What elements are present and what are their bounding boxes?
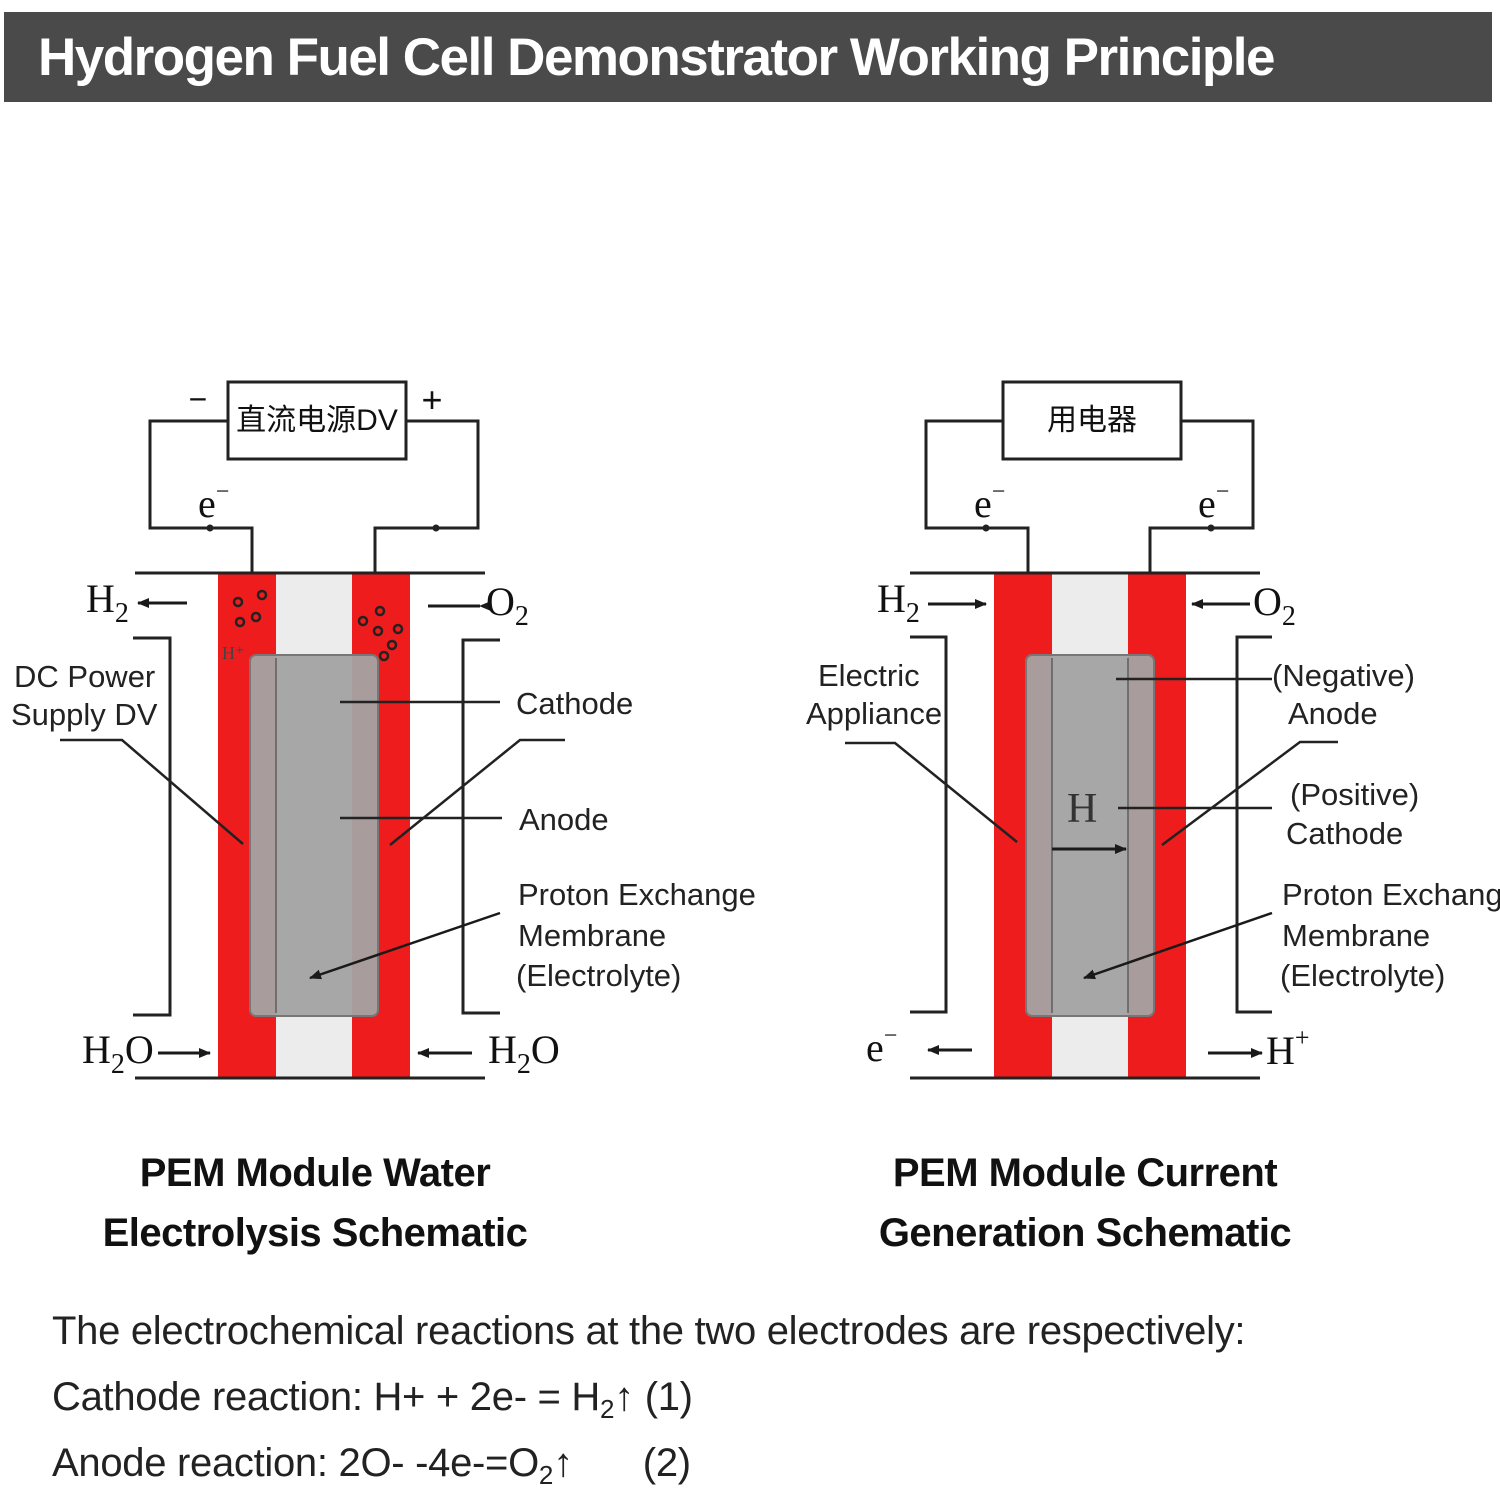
electrode-bracket (1235, 635, 1272, 1014)
appliance-bracket (910, 635, 948, 1014)
left-ion-label: H⁺ (222, 643, 245, 663)
up-arrow-icon: ↑ (614, 1375, 634, 1419)
right-membrane (1025, 654, 1155, 1017)
right-h2-label: H2 (877, 576, 920, 629)
anode-reaction: Anode reaction: 2O- -4e-=O2↑ (2) (52, 1430, 1245, 1496)
positive-cathode-leader (1161, 740, 1338, 847)
right-electrode-bracket (461, 638, 500, 1015)
generation-schematic: 用电器 e− e− H H2 O2 e− H+ Electric Applian… (806, 380, 1500, 1080)
right-pem-leader (1083, 911, 1273, 980)
appliance-box-label: 用电器 (1047, 404, 1137, 437)
cathode-label: Cathode (516, 686, 633, 721)
electrolysis-caption: PEM Module Water Electrolysis Schematic (60, 1143, 570, 1263)
appliance-leader (845, 741, 1018, 843)
dc-power-label-line1: DC Power (14, 659, 155, 694)
pem-label-line2: Membrane (518, 918, 666, 953)
right-proton-out-label: H+ (1266, 1023, 1310, 1073)
left-wire-node (432, 524, 440, 532)
generation-caption-line1: PEM Module Current (892, 1151, 1278, 1195)
right-o2-label: O2 (1253, 579, 1296, 632)
pem-leader (309, 911, 501, 980)
right-wire-node (982, 524, 990, 532)
cathode-reaction-subscript: 2 (600, 1394, 615, 1424)
left-h2-label: H2 (86, 576, 129, 629)
right-circuit-wire (924, 419, 1255, 573)
anode-reaction-text: Anode reaction: 2O- -4e-=O (52, 1441, 539, 1485)
appliance-box (1001, 380, 1183, 461)
generation-caption-line2: Generation Schematic (878, 1211, 1292, 1255)
left-o2-label: O2 (486, 579, 529, 632)
left-electron-label: e− (198, 479, 229, 526)
electrolysis-caption-line1: PEM Module Water (139, 1151, 491, 1195)
minus-sign: − (189, 381, 208, 417)
up-arrow-icon: ↑ (553, 1441, 573, 1485)
left-circuit-wire (148, 419, 480, 573)
pem-label-line1: Proton Exchange (518, 877, 756, 912)
dc-power-box (226, 380, 408, 461)
right-electron-label-right: e− (1198, 479, 1229, 526)
left-membrane (249, 654, 379, 1017)
gas-bubbles (232, 589, 404, 662)
generation-caption: PEM Module Current Generation Schematic (830, 1143, 1340, 1263)
anode-reaction-number: (2) (642, 1441, 691, 1485)
appliance-label-line1: Electric (818, 658, 920, 693)
anode-plate-leader (389, 738, 565, 846)
left-h2o-in-label: H2O (82, 1027, 154, 1080)
dc-power-leader (60, 738, 244, 845)
electrolysis-caption-line2: Electrolysis Schematic (102, 1211, 528, 1255)
schematic-diagrams: 直流电源DV − + e− H⁺ H2 O2 H2O H2O (11, 379, 1500, 1080)
page-title: Hydrogen Fuel Cell Demonstrator Working … (38, 27, 1276, 87)
right-electron-out-label: e− (866, 1023, 897, 1070)
cathode-reaction-number: (1) (644, 1375, 693, 1419)
negative-anode-label-line2: Anode (1288, 696, 1378, 731)
left-source-bracket (133, 636, 172, 1017)
right-pem-label-line2: Membrane (1282, 918, 1430, 953)
right-electron-label-left: e− (974, 479, 1005, 526)
appliance-label-line2: Appliance (806, 696, 942, 731)
left-wire-node (206, 524, 214, 532)
left-h2o-in-label-right: H2O (488, 1027, 560, 1080)
dc-power-label-line2: Supply DV (11, 697, 158, 732)
pem-label-line3: (Electrolyte) (516, 958, 681, 993)
anode-reaction-subscript: 2 (538, 1460, 554, 1490)
negative-anode-label-line1: (Negative) (1272, 658, 1415, 693)
reaction-equations: The electrochemical reactions at the two… (52, 1298, 1246, 1496)
title-banner: Hydrogen Fuel Cell Demonstrator Working … (4, 12, 1492, 102)
right-pem-label-line1: Proton Exchange (1282, 877, 1500, 912)
right-wire-node (1207, 524, 1215, 532)
positive-cathode-label-line2: Cathode (1286, 816, 1403, 851)
plus-sign: + (421, 379, 442, 420)
positive-cathode-label-line1: (Positive) (1290, 777, 1419, 812)
reactions-intro: The electrochemical reactions at the two… (52, 1309, 1246, 1353)
right-pem-label-line3: (Electrolyte) (1280, 958, 1445, 993)
electrolysis-schematic: 直流电源DV − + e− H⁺ H2 O2 H2O H2O (11, 379, 756, 1080)
cathode-reaction-text: Cathode reaction: H+ + 2e- = H (52, 1375, 600, 1419)
proton-label: H (1067, 786, 1097, 832)
cathode-reaction: Cathode reaction: H+ + 2e- = H2↑ (1) (52, 1364, 1245, 1430)
anode-label: Anode (519, 802, 609, 837)
dc-power-box-label: 直流电源DV (236, 404, 398, 437)
